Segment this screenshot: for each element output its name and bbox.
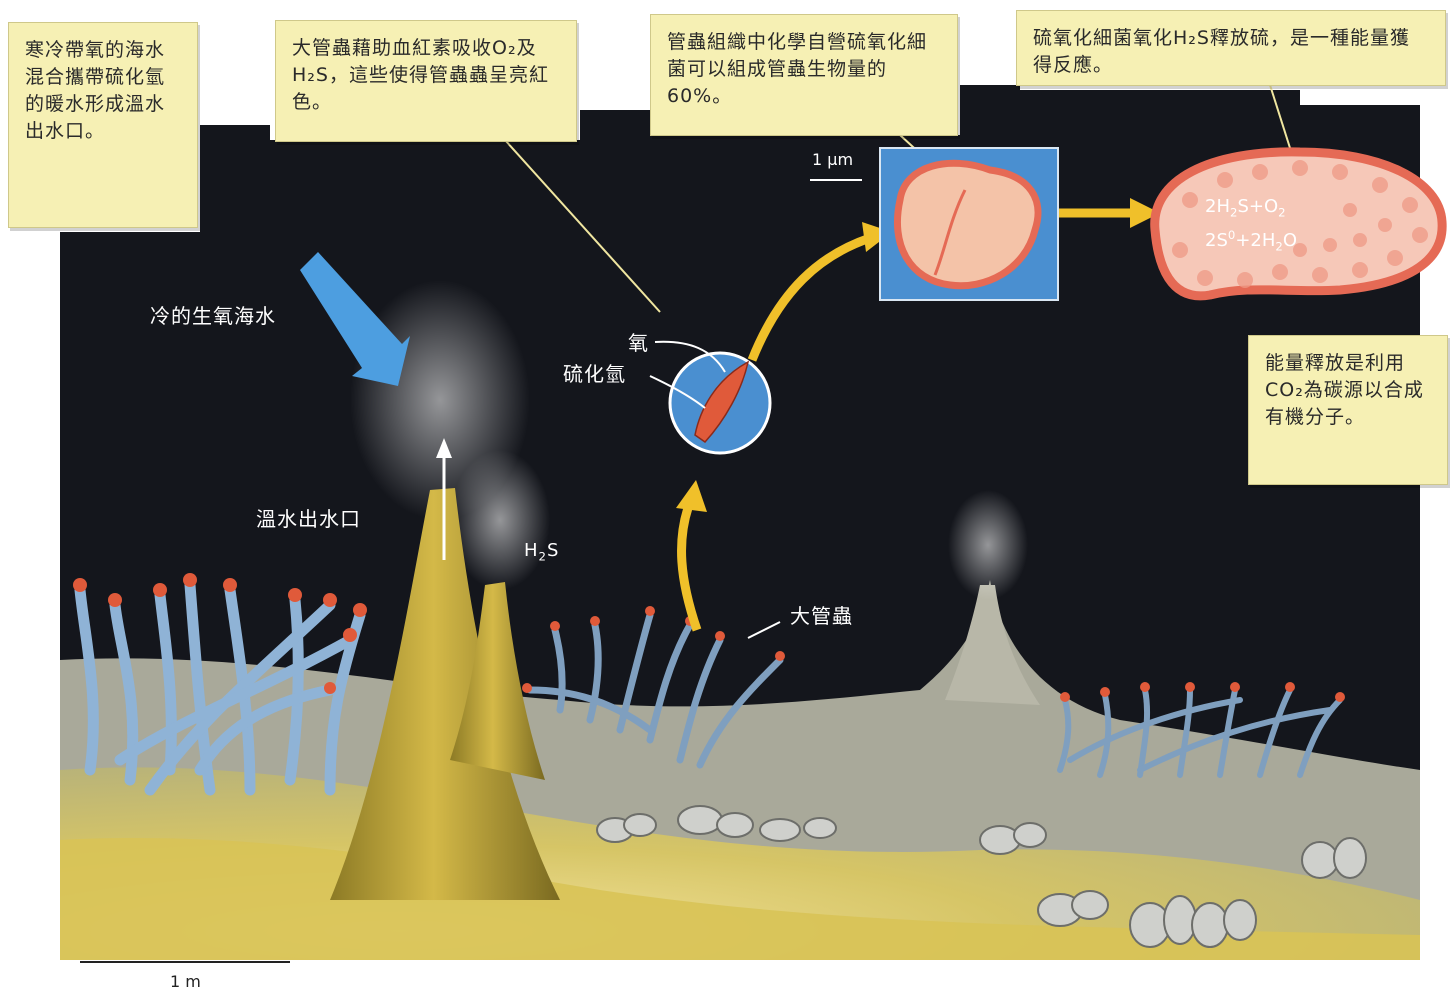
eq1-a: 2H xyxy=(1205,196,1230,217)
macro-scale-label: 1 m xyxy=(170,972,201,991)
callout-bacteria-mass: 管蟲組織中化學自營硫氧化細菌可以組成管蟲生物量的60%。 xyxy=(650,14,958,136)
reaction-equation-line2: 2S0+2H2O xyxy=(1205,228,1297,254)
label-h2s-s: S xyxy=(547,540,559,561)
eq2-c: O xyxy=(1283,230,1297,251)
tissue-cell xyxy=(897,163,1038,286)
eq1-sub2: 2 xyxy=(1278,206,1285,220)
micro-scale-label: 1 μm xyxy=(812,150,853,169)
distant-vent-smoke xyxy=(948,490,1028,600)
callout-cold-water: 寒冷帶氧的海水混合攜帶硫化氫的暖水形成溫水出水口。 xyxy=(8,22,198,228)
reaction-equation-line1: 2H2S+O2 xyxy=(1205,196,1286,220)
label-h2s-h: H xyxy=(524,540,539,561)
eq2-a: 2S xyxy=(1205,230,1228,251)
eq2-b: +2H xyxy=(1235,230,1275,251)
label-giant-tubeworm: 大管蟲 xyxy=(790,600,853,629)
eq2-sub: 2 xyxy=(1275,240,1282,254)
label-oxygen: 氧 xyxy=(628,327,649,356)
label-hydrogen-sulfide: 硫化氫 xyxy=(563,358,626,387)
label-h2s: H2S xyxy=(524,540,559,564)
callout-energy-use: 能量釋放是利用CO₂為碳源以合成有機分子。 xyxy=(1248,335,1448,485)
label-h2s-sub: 2 xyxy=(539,550,547,564)
label-cold-seawater: 冷的生氧海水 xyxy=(150,300,276,329)
callout-tubeworm-blood: 大管蟲藉助血紅素吸收O₂及H₂S，這些使得管蟲蟲呈亮紅色。 xyxy=(275,20,577,142)
label-vent: 溫水出水口 xyxy=(256,503,361,532)
eq1-b: S+O xyxy=(1237,196,1278,217)
callout-oxidation: 硫氧化細菌氧化H₂S釋放硫，是一種能量獲得反應。 xyxy=(1016,10,1446,86)
